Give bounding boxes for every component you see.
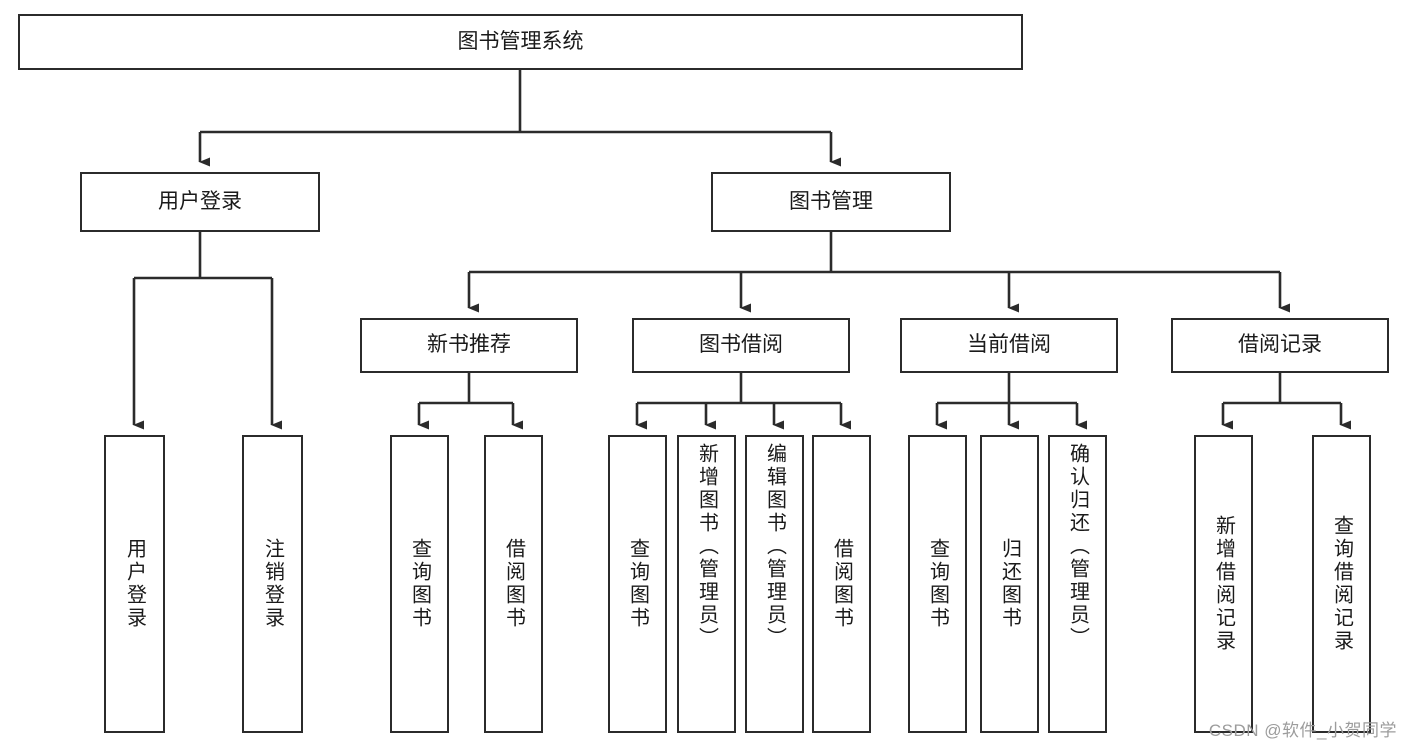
node-leaf-query-borrow-record[interactable]: 查询借阅记录 (1312, 435, 1371, 733)
node-leaf-query-book-recommend[interactable]: 查询图书 (390, 435, 449, 733)
node-label: 新书推荐 (427, 333, 511, 357)
node-label: 归还图书 (998, 538, 1021, 630)
node-leaf-edit-book-admin[interactable]: 编辑图书（管理员） (745, 435, 804, 733)
node-leaf-add-borrow-record[interactable]: 新增借阅记录 (1194, 435, 1253, 733)
node-label: 用户登录 (158, 189, 242, 213)
node-label: 查询借阅记录 (1330, 515, 1353, 653)
node-leaf-query-book-borrow[interactable]: 查询图书 (608, 435, 667, 733)
node-leaf-query-book-current[interactable]: 查询图书 (908, 435, 967, 733)
node-borrow-record[interactable]: 借阅记录 (1171, 318, 1389, 373)
node-label: 图书借阅 (699, 333, 783, 357)
node-label: 新增图书（管理员） (695, 443, 718, 650)
node-label: 查询图书 (408, 538, 431, 630)
node-label: 新增借阅记录 (1212, 515, 1235, 653)
node-label: 当前借阅 (967, 333, 1051, 357)
node-user-login[interactable]: 用户登录 (80, 172, 320, 232)
watermark-text: CSDN @软件_小贺同学 (1208, 721, 1397, 740)
node-label: 借阅图书 (502, 538, 525, 630)
node-label: 图书管理 (789, 189, 873, 213)
node-new-book-recommend[interactable]: 新书推荐 (360, 318, 578, 373)
node-leaf-borrow-book-recommend[interactable]: 借阅图书 (484, 435, 543, 733)
node-label: 用户登录 (123, 538, 146, 630)
node-label: 借阅图书 (830, 538, 853, 630)
node-label: 注销登录 (261, 538, 284, 630)
node-current-borrow[interactable]: 当前借阅 (900, 318, 1118, 373)
node-leaf-logout[interactable]: 注销登录 (242, 435, 303, 733)
node-book-manage[interactable]: 图书管理 (711, 172, 951, 232)
node-label: 图书管理系统 (457, 29, 584, 53)
node-label: 查询图书 (926, 538, 949, 630)
node-label: 查询图书 (626, 538, 649, 630)
node-label: 借阅记录 (1238, 333, 1322, 357)
node-leaf-borrow-book[interactable]: 借阅图书 (812, 435, 871, 733)
node-book-borrow[interactable]: 图书借阅 (632, 318, 850, 373)
node-label: 确认归还（管理员） (1066, 443, 1089, 650)
node-leaf-user-login[interactable]: 用户登录 (104, 435, 165, 733)
node-label: 编辑图书（管理员） (763, 443, 786, 650)
node-root-system[interactable]: 图书管理系统 (18, 14, 1023, 70)
node-leaf-return-book[interactable]: 归还图书 (980, 435, 1039, 733)
node-leaf-add-book-admin[interactable]: 新增图书（管理员） (677, 435, 736, 733)
node-leaf-confirm-return-admin[interactable]: 确认归还（管理员） (1048, 435, 1107, 733)
